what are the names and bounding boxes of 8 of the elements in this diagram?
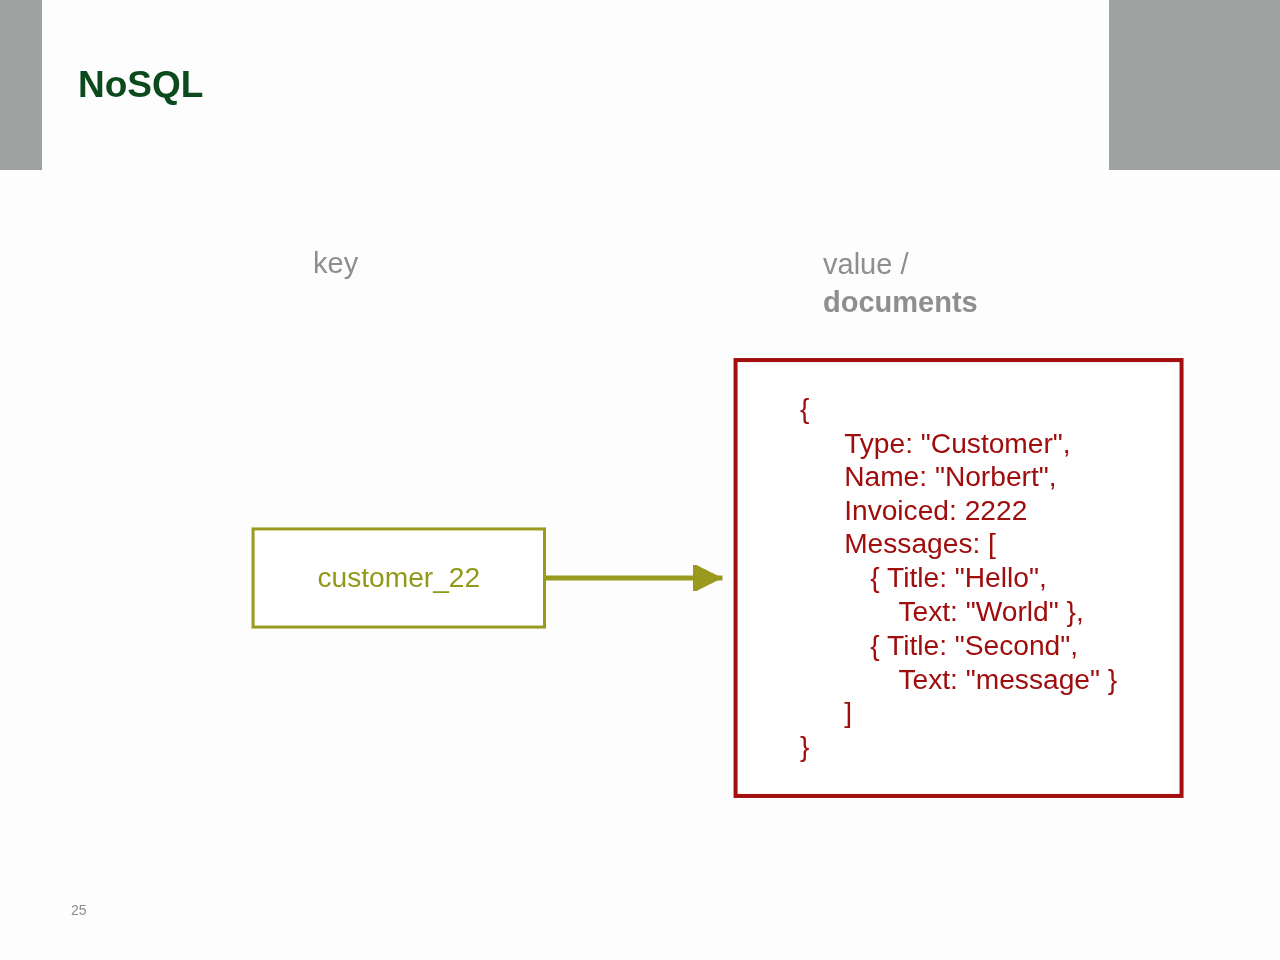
arrow <box>544 563 723 593</box>
document-box: { Type: "Customer", Name: "Norbert", Invoiced: 2222 Messages: [ { Title: "Hello", Text: "World" }, { Title: "Second", Text: "message" } ] } <box>733 358 1184 798</box>
column-heading: key <box>313 247 359 280</box>
column-heading: value / <box>823 248 909 281</box>
column-heading: documents <box>823 286 978 319</box>
key-box: customer_22 <box>251 527 546 629</box>
slide-title: NoSQL <box>78 64 204 106</box>
page-number: 25 <box>71 902 87 918</box>
